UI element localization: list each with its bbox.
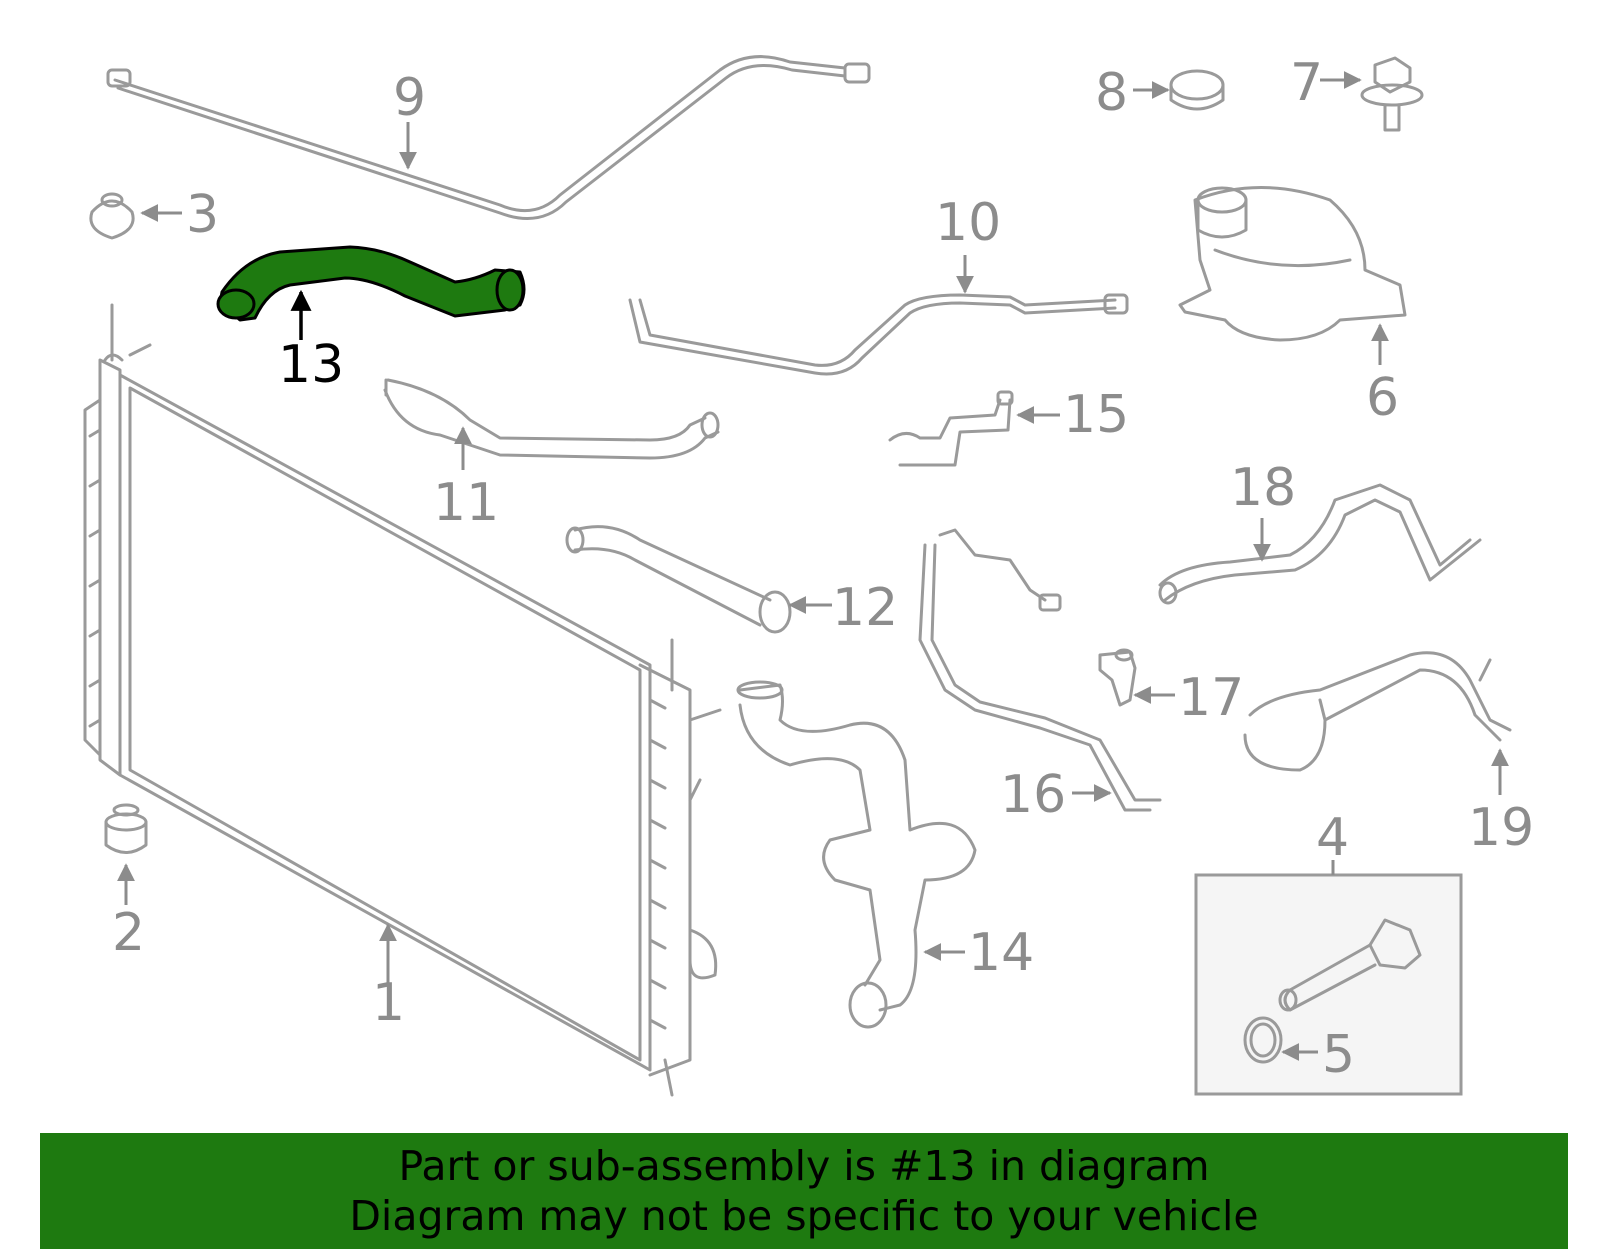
- vent-tube-part-9: [106, 55, 871, 220]
- callout-15: 15: [1063, 385, 1129, 445]
- reservoir-part-6: [1178, 186, 1407, 342]
- hose-part-19: [1243, 651, 1512, 772]
- banner-line-disclaimer: Diagram may not be specific to your vehi…: [349, 1192, 1259, 1240]
- callout-4: 4: [1316, 808, 1349, 868]
- hose-part-10: [628, 293, 1129, 376]
- insulator-part-2: [104, 803, 148, 854]
- callout-9: 9: [393, 68, 426, 128]
- hose-part-11: [383, 378, 720, 460]
- callout-13: 13: [278, 335, 344, 395]
- callout-19: 19: [1468, 798, 1534, 858]
- callout-10: 10: [935, 193, 1001, 253]
- upper-radiator-hose-part-13: [216, 245, 526, 322]
- callout-16: 16: [1000, 765, 1066, 825]
- banner-line-part-number: Part or sub-assembly is #13 in diagram: [398, 1142, 1210, 1190]
- info-banner: Part or sub-assembly is #13 in diagram D…: [40, 1133, 1568, 1249]
- grommet-part-3: [89, 192, 135, 240]
- callout-8: 8: [1095, 63, 1128, 123]
- callout-17: 17: [1178, 668, 1244, 728]
- connector-part-17: [1098, 648, 1137, 707]
- callout-11: 11: [433, 473, 499, 533]
- callout-6: 6: [1366, 368, 1399, 428]
- hose-assembly-part-14: [736, 680, 977, 1029]
- tube-part-15: [888, 390, 1014, 467]
- radiator-part-1: [83, 303, 722, 1097]
- callout-2: 2: [112, 903, 145, 963]
- callout-1: 1: [372, 973, 405, 1033]
- bolt-part-7: [1360, 56, 1424, 132]
- leader-lines: [117, 71, 1509, 1061]
- hose-part-12: [565, 525, 792, 634]
- callout-3: 3: [186, 185, 219, 245]
- hose-part-18: [1158, 483, 1482, 605]
- callout-18: 18: [1230, 458, 1296, 518]
- callout-5: 5: [1322, 1025, 1355, 1085]
- callout-12: 12: [832, 578, 898, 638]
- callout-labels: 1 2 3 4 5 6 7 8 9 10 11 12 13 14 15 16 1…: [112, 53, 1534, 1085]
- cap-part-8: [1169, 69, 1225, 111]
- o-ring-part-5: [1243, 1016, 1283, 1064]
- callout-7: 7: [1290, 53, 1323, 113]
- sensor-kit-box-part-4: [1194, 873, 1463, 1096]
- callout-14: 14: [968, 923, 1034, 983]
- hose-part-16: [918, 528, 1162, 812]
